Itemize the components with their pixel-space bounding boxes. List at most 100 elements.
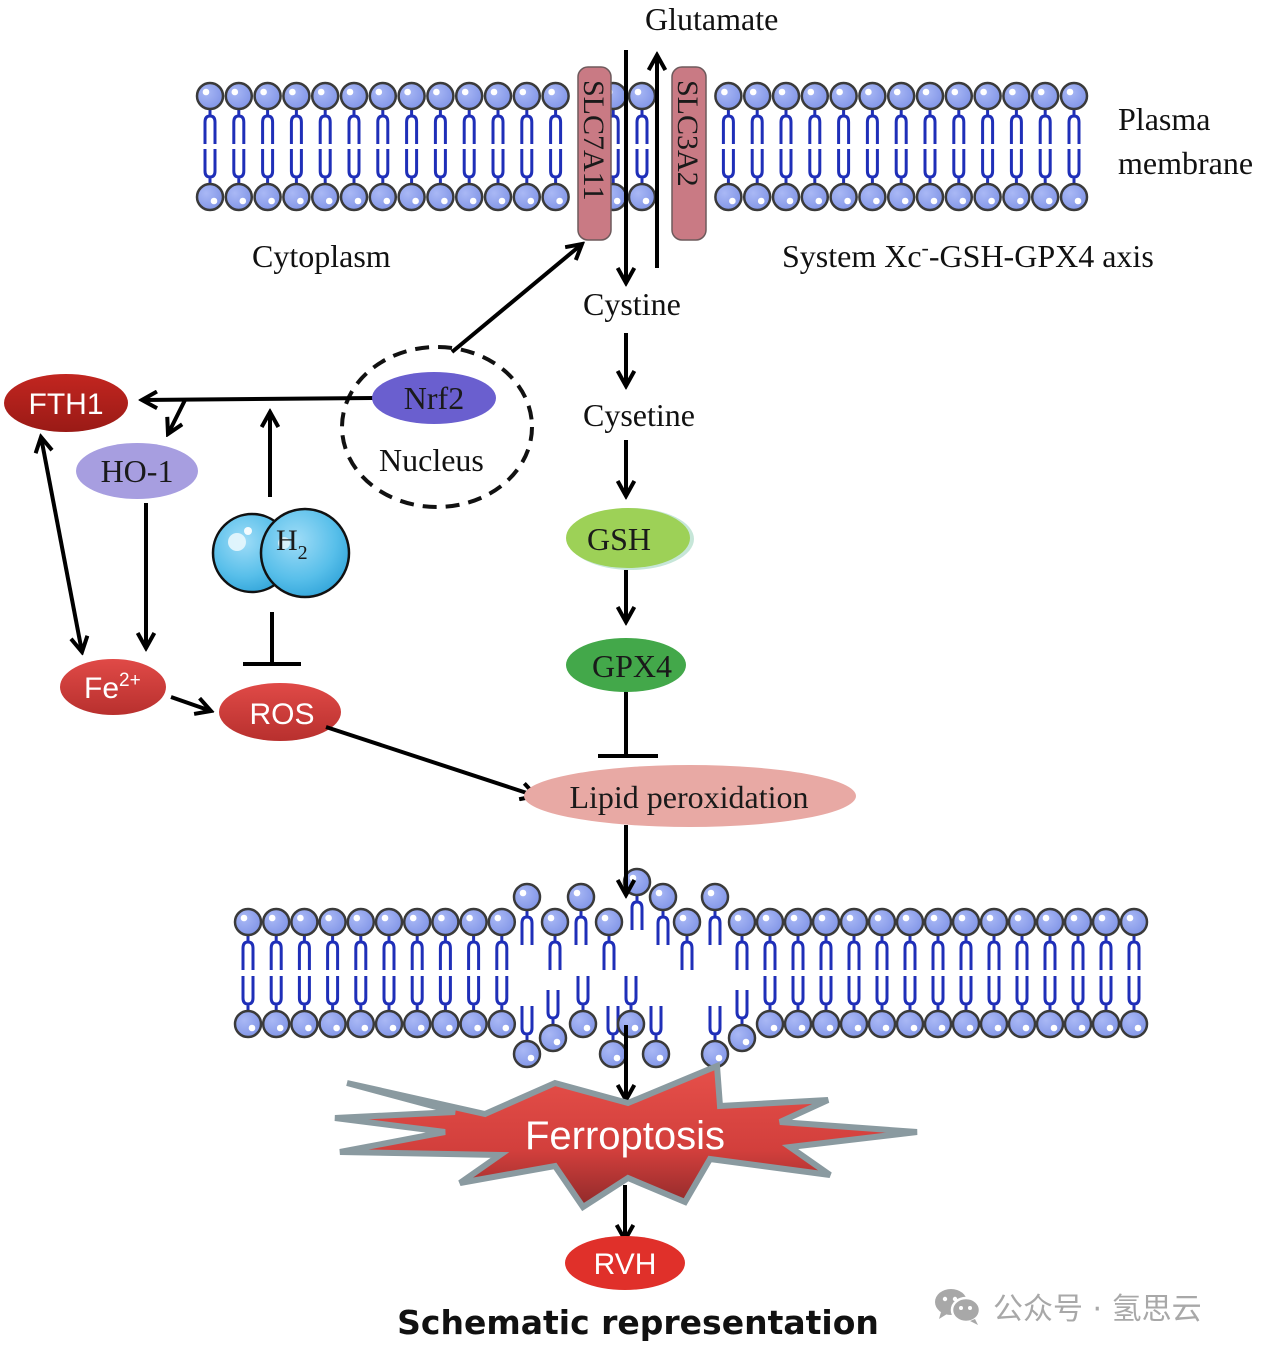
figure-caption: Schematic representation: [0, 1303, 1280, 1342]
phospholipid: [755, 976, 785, 1039]
gsh-node: GSH: [566, 508, 694, 570]
ferroptosis-node: Ferroptosis: [334, 1061, 918, 1212]
phospholipid: [1035, 907, 1065, 970]
phospholipid: [1063, 907, 1093, 970]
phospholipid: [800, 81, 830, 144]
phospholipid: [944, 81, 974, 144]
phospholipid: [641, 1006, 671, 1069]
phospholipid: [346, 976, 376, 1039]
phospholipid: [224, 149, 254, 212]
phospholipid: [951, 907, 981, 970]
phospholipid: [839, 907, 869, 970]
phospholipid: [512, 149, 542, 212]
phospholipid: [1030, 149, 1060, 212]
phospholipid: [915, 149, 945, 212]
phospholipid: [290, 976, 319, 1039]
phospholipid: [714, 81, 743, 144]
phospholipid: [540, 907, 570, 970]
damaged-membrane: [233, 867, 1149, 1069]
phospholipid: [858, 81, 887, 144]
phospholipid: [648, 882, 678, 945]
phospholipid: [973, 149, 1002, 212]
nrf2-to-ho1-arrow: [168, 399, 187, 434]
phospholipid: [310, 81, 340, 144]
phospholipid: [261, 907, 291, 970]
phospholipid: [616, 976, 646, 1039]
plasma-membrane-label-line1: Plasma: [1118, 101, 1210, 137]
phospholipid: [233, 976, 263, 1039]
phospholipid: [397, 149, 426, 212]
phospholipid: [459, 907, 488, 970]
phospholipid: [512, 882, 542, 945]
phospholipid: [339, 81, 369, 144]
nucleus-label: Nucleus: [379, 442, 484, 478]
phospholipid: [1035, 976, 1065, 1039]
phospholipid: [979, 976, 1009, 1039]
cysetine-label: Cysetine: [583, 397, 695, 433]
phospholipid: [487, 976, 517, 1039]
plasma-membrane: [195, 81, 1089, 212]
phospholipid: [867, 907, 897, 970]
phospholipid: [839, 976, 869, 1039]
phospholipid: [973, 81, 1002, 144]
phospholipid: [895, 907, 925, 970]
phospholipid: [253, 149, 282, 212]
h2-molecule: H2: [211, 507, 351, 599]
phospholipid: [783, 976, 813, 1039]
phospholipid: [811, 907, 841, 970]
ros-node: ROS: [219, 683, 341, 741]
phospholipid: [431, 907, 460, 970]
nucleus-boundary: [340, 345, 534, 509]
phospholipid: [1002, 81, 1031, 144]
phospholipid: [253, 81, 282, 144]
phospholipid: [714, 149, 743, 212]
rvh-label: RVH: [594, 1248, 657, 1281]
phospholipid: [771, 149, 801, 212]
cytoplasm-label: Cytoplasm: [252, 238, 391, 274]
phospholipid: [979, 907, 1009, 970]
phospholipid: [1091, 907, 1121, 970]
phospholipid: [261, 976, 291, 1039]
phospholipid: [431, 976, 460, 1039]
phospholipid: [512, 81, 542, 144]
gpx4-inhibits-lipid-peroxidation: [598, 692, 658, 758]
phospholipid: [951, 976, 981, 1039]
phospholipid: [402, 907, 432, 970]
watermark: 公众号 · 氢思云: [933, 1284, 1202, 1328]
phospholipid: [487, 907, 517, 970]
phospholipid: [742, 81, 772, 144]
phospholipid: [1030, 81, 1060, 144]
phospholipid: [867, 976, 897, 1039]
phospholipid: [627, 81, 657, 144]
phospholipid: [339, 149, 369, 212]
wechat-icon: [935, 1289, 982, 1325]
lipid-peroxidation-label: Lipid peroxidation: [569, 779, 808, 815]
h2-label: H2: [276, 524, 308, 564]
phospholipid: [923, 907, 953, 970]
phospholipid: [742, 149, 772, 212]
gpx4-label: GPX4: [592, 648, 672, 684]
ho1-label: HO-1: [101, 453, 174, 489]
ho1-node: HO-1: [76, 443, 198, 499]
phospholipid: [672, 907, 702, 970]
phospholipid: [483, 149, 513, 212]
phospholipid: [483, 81, 513, 144]
phospholipid: [1091, 976, 1121, 1039]
phospholipid: [1059, 149, 1089, 212]
phospholipid: [858, 149, 887, 212]
phospholipid: [1119, 976, 1149, 1039]
fe2-node: Fe2+: [60, 659, 166, 715]
phospholipid: [318, 907, 347, 970]
phospholipid: [195, 81, 225, 144]
phospholipid: [1002, 149, 1031, 212]
axis-label: System Xc--GSH-GPX4 axis: [782, 235, 1154, 274]
rvh-node: RVH: [565, 1236, 685, 1290]
phospholipid: [829, 149, 858, 212]
phospholipid: [1007, 976, 1037, 1039]
fth1-node: FTH1: [4, 374, 128, 432]
phospholipid: [538, 990, 568, 1053]
phospholipid: [700, 882, 730, 945]
gpx4-node: GPX4: [566, 638, 686, 692]
gsh-label: GSH: [587, 521, 651, 557]
phospholipid: [566, 882, 596, 945]
